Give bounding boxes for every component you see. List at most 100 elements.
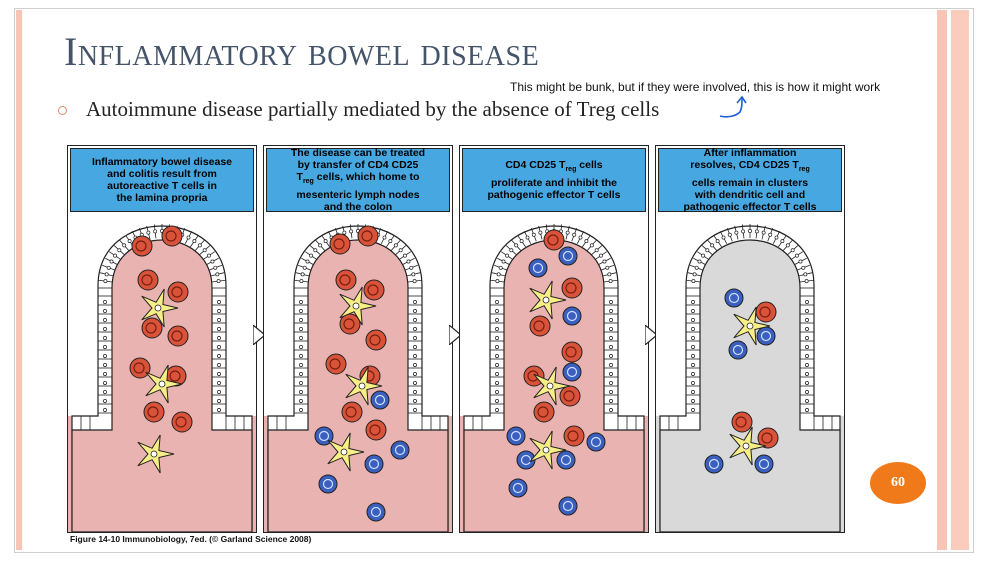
treg-cell (562, 362, 582, 382)
figure-panel-3: CD4 CD25 Treg cells proliferate and inhi… (459, 145, 649, 533)
effector-t-cell (161, 225, 183, 247)
treg-cell (558, 246, 578, 266)
panel-2-header-line: and the colon (323, 200, 393, 213)
panel-1-header-line: autoreactive T cells in (107, 180, 217, 192)
panel-2-header-line: The disease can be treated (290, 147, 426, 160)
effector-t-cell (563, 425, 585, 447)
page-number-badge: 60 (870, 462, 926, 504)
effector-t-cell (561, 277, 583, 299)
effector-t-cell (167, 281, 189, 303)
villus-illustration-4 (656, 224, 844, 532)
figure-panel-4: After inflammation resolves, CD4 CD25 Tr… (655, 145, 845, 533)
effector-t-cell (731, 411, 753, 433)
panel-4-header-line: cells remain in clusters (691, 176, 809, 189)
panel-4-header-line: After inflammation (703, 147, 797, 160)
panel-1-header-line: and colitis result from (107, 168, 217, 180)
panel-4-header-subscript: reg (798, 166, 810, 174)
figure-panel-1: Inflammatory bowel disease and colitis r… (67, 145, 257, 533)
effector-t-cell (543, 229, 565, 251)
panel-2-header: The disease can be treated by transfer o… (266, 147, 450, 213)
treg-cell (508, 478, 528, 498)
effector-t-cell (335, 269, 357, 291)
panel-2-header-line: by transfer of CD4 CD25 (297, 159, 419, 172)
bullet-text: Autoimmune disease partially mediated by… (86, 97, 660, 121)
slide-title: Inflammatory bowel disease (64, 29, 540, 74)
figure-caption: Figure 14-10 Immunobiology, 7ed. (© Garl… (70, 534, 312, 544)
effector-t-cell (339, 313, 361, 335)
immunology-figure: Inflammatory bowel disease and colitis r… (67, 145, 851, 544)
effector-t-cell (755, 301, 777, 323)
effector-t-cell (363, 279, 385, 301)
treg-cell (704, 454, 724, 474)
effector-t-cell (757, 427, 779, 449)
effector-t-cell (329, 233, 351, 255)
effector-t-cell (357, 225, 379, 247)
panel-4-header-line: resolves, CD4 CD25 T (690, 159, 799, 172)
effector-t-cell (129, 357, 151, 379)
treg-cell (506, 426, 526, 446)
treg-cell (318, 474, 338, 494)
panel-connector-arrow-icon (253, 325, 265, 345)
treg-cell (364, 454, 384, 474)
epithelial-cells (71, 224, 245, 430)
effector-t-cell (365, 419, 387, 441)
treg-cell (528, 258, 548, 278)
panel-4-header: After inflammation resolves, CD4 CD25 Tr… (658, 147, 842, 213)
panel-3-header-line: CD4 CD25 T (505, 159, 566, 172)
epithelial-nuclei (691, 229, 809, 412)
effector-t-cell (559, 385, 581, 407)
right-accent-band (937, 10, 947, 550)
panel-2-header-line: T (296, 171, 303, 184)
effector-t-cell (529, 315, 551, 337)
treg-cell (754, 454, 774, 474)
panel-3-header-line: cells (576, 159, 603, 172)
panel-1-header-line: Inflammatory bowel disease (91, 156, 233, 168)
panel-3-header-line: pathogenic effector T cells (487, 188, 621, 201)
panel-4-header-line: with dendritic cell and (694, 188, 806, 201)
panel-2-header-line: cells, which home to (313, 171, 420, 184)
panel-2-header-line: mesenteric lymph nodes (296, 188, 420, 201)
effector-t-cell (365, 329, 387, 351)
villus-illustration-3 (460, 224, 648, 532)
panel-3-header-line: proliferate and inhibit the (490, 176, 617, 189)
effector-t-cell (171, 411, 193, 433)
treg-cell (724, 288, 744, 308)
villus-illustration-1 (68, 224, 256, 532)
epithelial-nuclei (495, 229, 613, 412)
lamina-propria (659, 239, 841, 532)
panel-3-header-subscript: reg (565, 166, 577, 174)
right-accent-band-outer (951, 10, 969, 550)
effector-t-cell (141, 317, 163, 339)
left-accent-band (16, 10, 22, 550)
effector-t-cell (533, 401, 555, 423)
effector-t-cell (131, 235, 153, 257)
treg-cell (558, 496, 578, 516)
panel-connector-arrow-icon (449, 325, 461, 345)
treg-cell (562, 306, 582, 326)
effector-t-cell (523, 365, 545, 387)
panel-connector-arrow-icon (645, 325, 657, 345)
panel-1-header-line: the lamina propria (116, 192, 208, 204)
panel-2-header-subscript: reg (302, 178, 314, 186)
treg-cell (586, 432, 606, 452)
effector-t-cell (561, 341, 583, 363)
effector-t-cell (137, 269, 159, 291)
effector-t-cell (167, 325, 189, 347)
effector-t-cell (341, 401, 363, 423)
treg-cell (370, 390, 390, 410)
panel-1-header: Inflammatory bowel disease and colitis r… (70, 148, 254, 212)
treg-cell (728, 340, 748, 360)
handwritten-arrow-icon (719, 95, 747, 118)
effector-t-cell (143, 401, 165, 423)
treg-cell (756, 326, 776, 346)
effector-t-cell (325, 353, 347, 375)
treg-cell (366, 502, 386, 522)
villus-illustration-2 (264, 224, 452, 532)
panel-3-header: CD4 CD25 Treg cells proliferate and inhi… (462, 148, 646, 212)
annotation-note: This might be bunk, but if they were inv… (510, 80, 881, 94)
figure-panel-2: The disease can be treated by transfer o… (263, 145, 453, 533)
bullet-marker-icon (58, 106, 67, 115)
treg-cell (390, 440, 410, 460)
treg-cell (556, 450, 576, 470)
panel-4-header-line: pathogenic effector T cells (683, 200, 817, 213)
